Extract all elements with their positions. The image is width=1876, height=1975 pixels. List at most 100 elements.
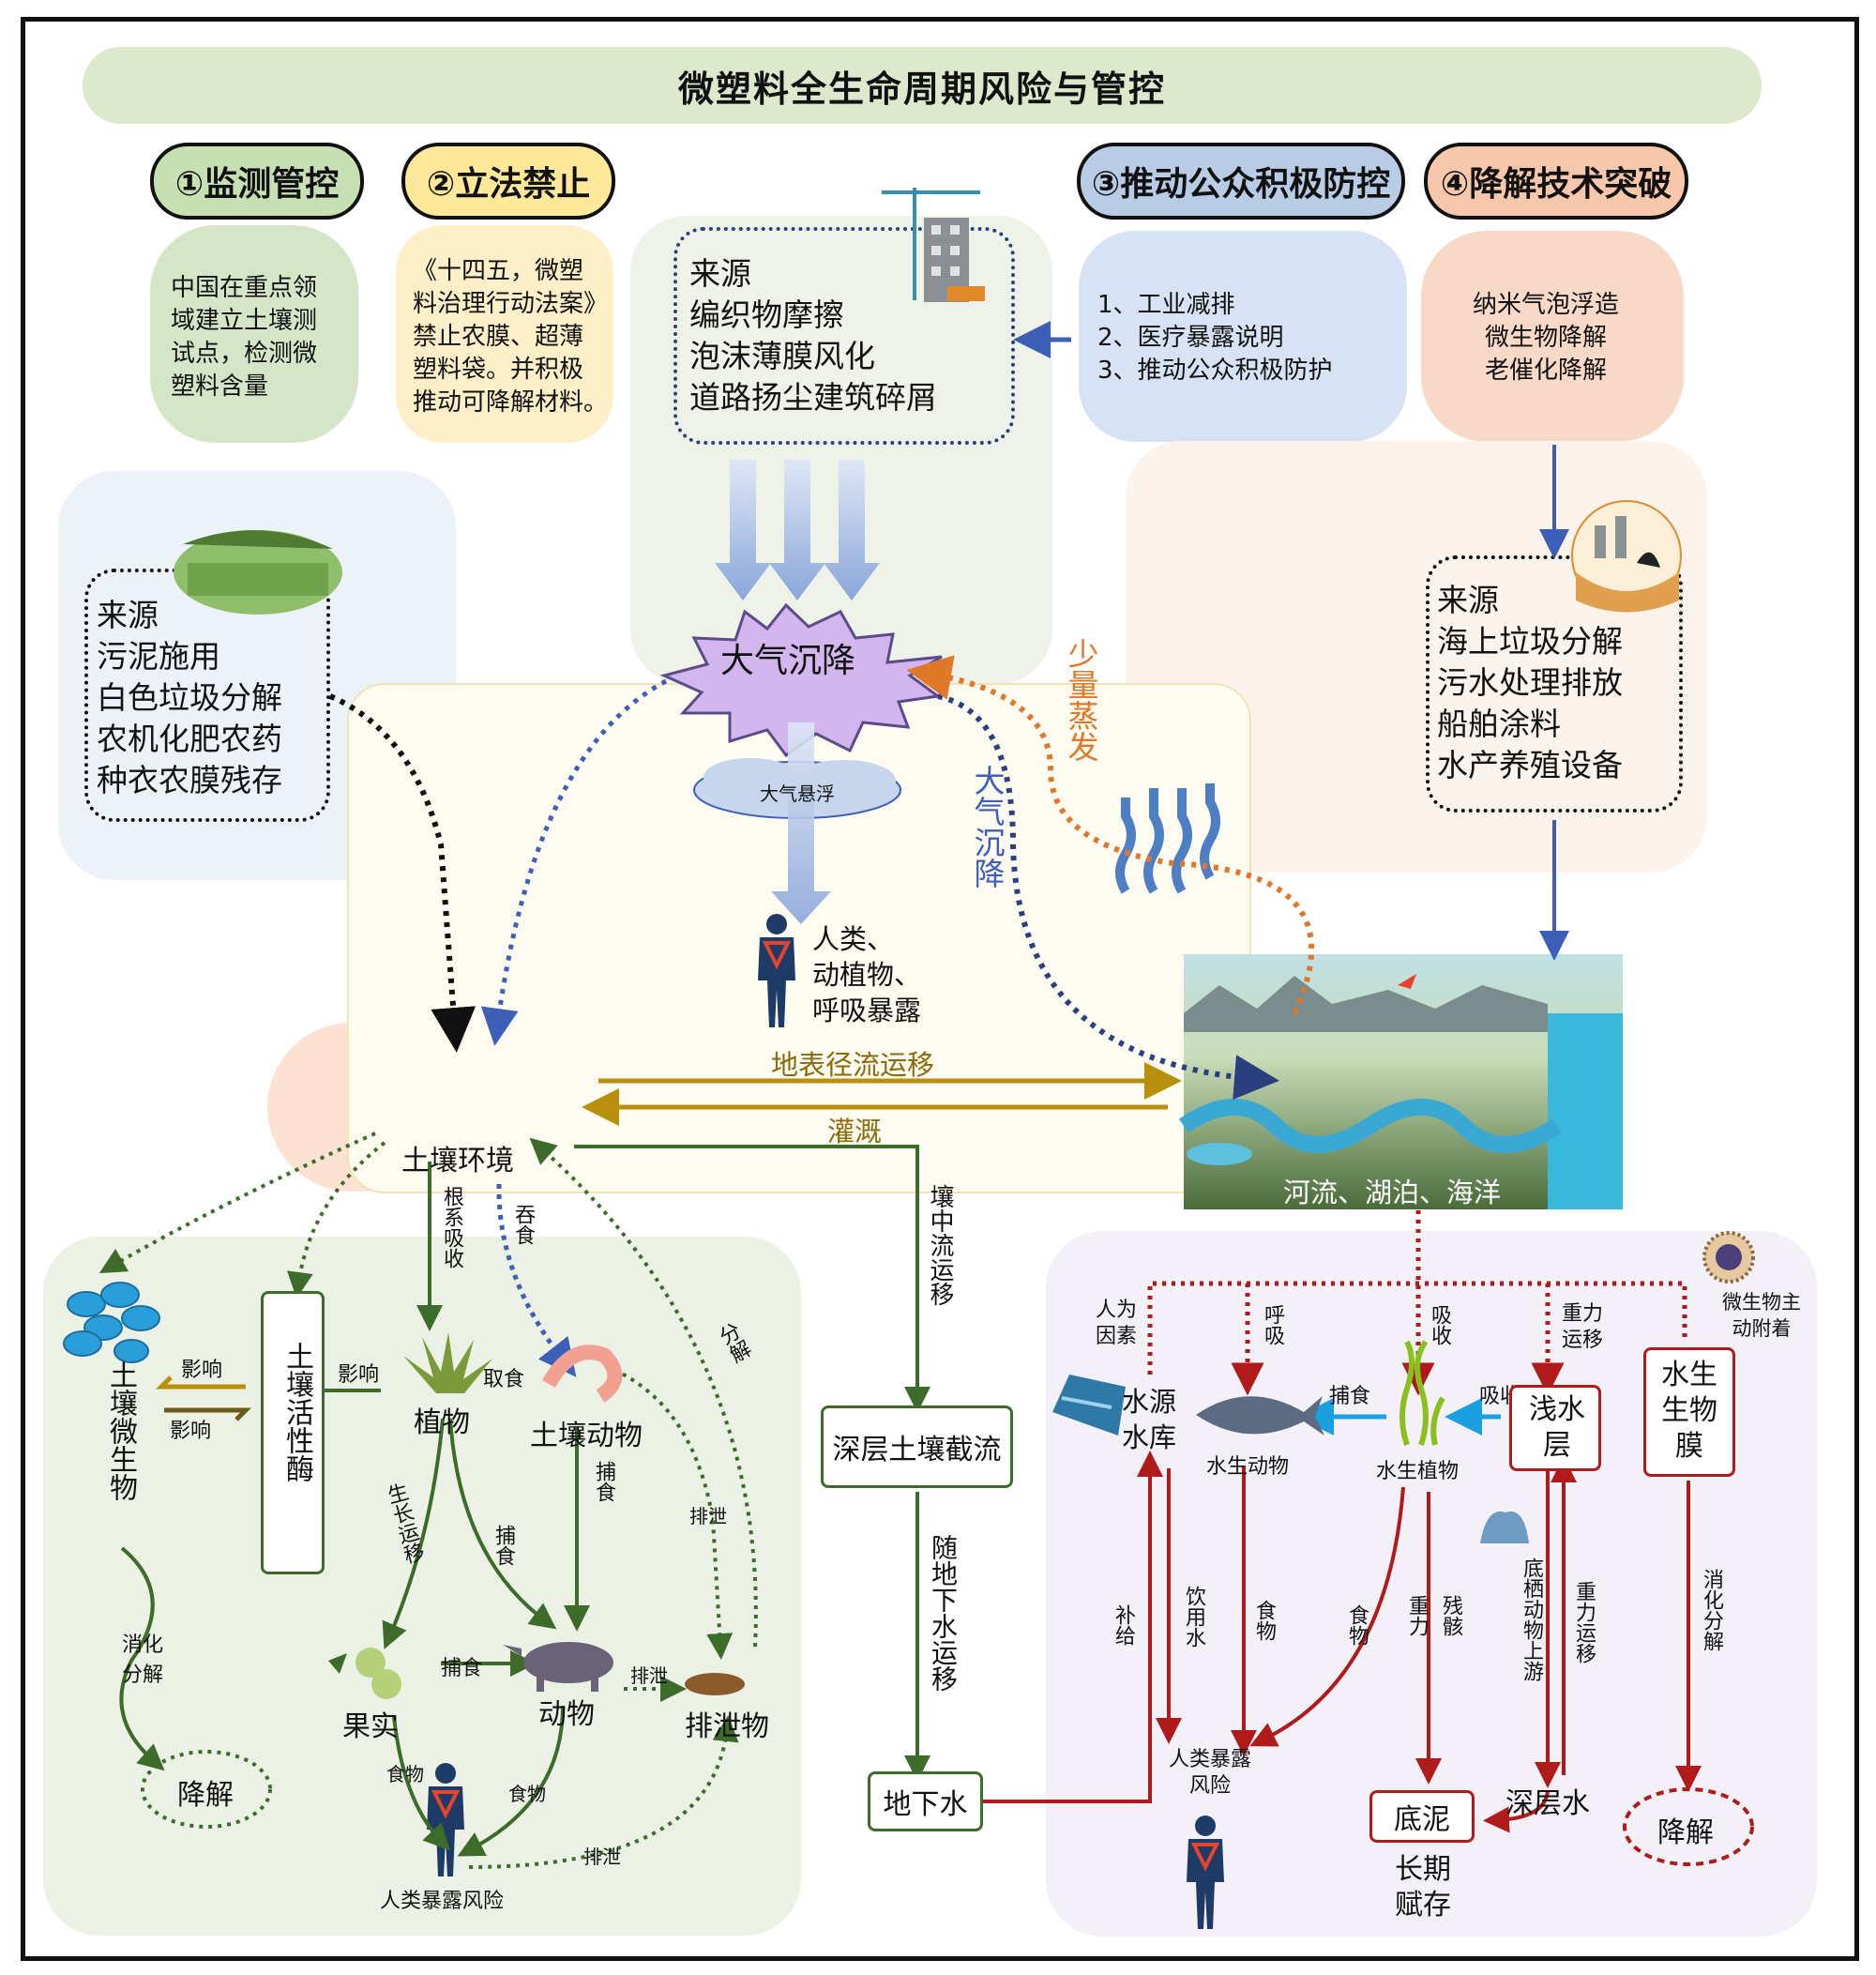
water-prey-label: 捕食	[1329, 1385, 1371, 1408]
measure-public: ③推动公众积极防控	[1077, 143, 1405, 220]
excreta-label: 排泄物	[685, 1710, 769, 1743]
microbe-attach-label: 微生物主动附着	[1722, 1291, 1801, 1340]
reservoir-label: 水源水库	[1122, 1386, 1177, 1453]
gravity-label-2: 重力	[1405, 1595, 1429, 1636]
excrete-label-3: 排泄	[583, 1846, 621, 1868]
root-absorb-label: 根系吸收	[440, 1186, 463, 1269]
reservoir-icon	[1052, 1375, 1126, 1436]
human-icon-top	[758, 914, 795, 1027]
breathe-label: 呼吸	[1261, 1304, 1284, 1345]
water-degrade-label: 降解	[1657, 1816, 1714, 1849]
influence-label-1: 影响	[181, 1359, 223, 1382]
food-label-2: 食物	[508, 1783, 546, 1805]
prey-label-2: 捕食	[592, 1461, 615, 1502]
interflow-label: 壤中流运移	[926, 1184, 954, 1306]
deposition-vertical-label: 大气沉降	[969, 765, 1006, 889]
measure-public-desc: 1、工业减排 2、医疗暴露说明 3、推动公众积极防护	[1097, 291, 1333, 385]
deep-water-label: 深层水	[1505, 1787, 1590, 1820]
supply-label: 补给	[1112, 1604, 1135, 1646]
plant-icon	[403, 1332, 492, 1393]
water-digest-label: 消化分解	[1700, 1569, 1723, 1651]
diagram-frame	[21, 17, 1859, 1961]
aquatic-plant-icon	[1399, 1340, 1445, 1446]
excreta-icon	[685, 1673, 745, 1695]
measure-degradation: ④降解技术突破	[1424, 143, 1688, 220]
aquatic-plant-label: 水生植物	[1376, 1460, 1460, 1483]
aquatic-animal-label: 水生动物	[1206, 1455, 1290, 1479]
air-source-text: 来源 编织物摩擦 泡沫薄膜风化 道路扬尘建筑碎屑	[689, 255, 937, 416]
influence-label-2: 影响	[170, 1420, 212, 1443]
irrigation-label: 灌溉	[827, 1116, 883, 1147]
feed-label: 取食	[483, 1368, 525, 1391]
soil-degrade-label: 降解	[177, 1779, 234, 1812]
measure-degradation-desc: 纳米气泡浮造 微生物降解 老催化降解	[1473, 291, 1620, 385]
runoff-label: 地表径流运移	[771, 1049, 935, 1081]
water-env-label: 河流、湖泊、海洋	[1283, 1177, 1502, 1208]
benthic-shell-icon	[1480, 1511, 1529, 1543]
soil-animal-label: 土壤动物	[530, 1420, 643, 1452]
remains-label: 残骸	[1439, 1595, 1462, 1636]
measure3-bg	[1079, 231, 1407, 442]
fruit-icon	[328, 1648, 401, 1699]
swallow-flow	[496, 1183, 577, 1377]
page-title: 微塑料全生命周期风险与管控	[83, 47, 1762, 124]
evaporation-flow	[906, 655, 1315, 1015]
influence-label-3: 影响	[338, 1363, 380, 1387]
deep-soil-box: 深层土壤截流	[821, 1405, 1013, 1488]
measure-legislation: ②立法禁止	[401, 143, 615, 220]
measure4-bg	[1421, 231, 1684, 442]
biofilm-label: 水生生物膜	[1661, 1359, 1717, 1463]
fruit-label: 果实	[342, 1710, 399, 1743]
air-source-down-arrows	[715, 460, 880, 600]
deposition-label: 大气沉降	[720, 642, 856, 680]
animal-label: 动物	[538, 1698, 595, 1731]
shallow-box	[1509, 1385, 1601, 1471]
prey-label-1: 捕食	[492, 1525, 515, 1566]
water-human-risk-label: 人类暴露风险	[1168, 1748, 1251, 1798]
water-food-label-1: 食物	[1252, 1600, 1276, 1641]
suspended-label: 大气悬浮	[760, 782, 835, 805]
swallow-label: 吞食	[511, 1204, 535, 1245]
water-food-label-2: 食物	[1345, 1604, 1369, 1646]
soil-eco-zone	[43, 1237, 801, 1936]
soil-microbe-icon	[63, 1282, 160, 1363]
benthic-label: 底栖动物上游	[1520, 1557, 1543, 1681]
human-icon-soil	[427, 1763, 464, 1876]
human-icon-water	[1187, 1815, 1224, 1929]
microbe-label: 土壤微生物	[104, 1360, 137, 1501]
construction-icon	[882, 188, 985, 302]
enzyme-box	[261, 1291, 325, 1574]
excrete-label-1: 排泄	[689, 1505, 727, 1527]
measure-monitoring: ①监测管控	[150, 143, 364, 220]
measure-monitoring-desc: 中国在重点领 域建立土壤测 试点，检测微 塑料含量	[171, 274, 318, 401]
animal-icon	[503, 1642, 613, 1692]
evaporation-label: 少量蒸发	[1063, 638, 1099, 762]
gravity-label-3: 重力运移	[1572, 1581, 1596, 1664]
soil-env-label: 土壤环境	[401, 1145, 514, 1177]
attached-microbe-icon	[1702, 1231, 1755, 1284]
storage-label: 长期赋存	[1395, 1853, 1451, 1922]
water-degrade-cloud	[1623, 1787, 1754, 1866]
food-label-1: 食物	[386, 1763, 424, 1785]
plant-label: 植物	[414, 1406, 470, 1439]
enzyme-label: 土壤活性酶	[280, 1342, 313, 1482]
prey-label-3: 捕食	[441, 1657, 483, 1680]
measure-legislation-desc: 《十四五，微塑 料治理行动法案》 禁止农膜、超薄 塑料袋。并积极 推动可降解材料…	[413, 257, 609, 417]
soil-source-flow	[328, 693, 477, 1053]
fish-icon	[1196, 1396, 1324, 1436]
absorb-label-1: 吸收	[1428, 1304, 1451, 1345]
biofilm-box	[1643, 1347, 1735, 1477]
soil-degrade-cloud	[141, 1750, 272, 1829]
sediment-box: 底泥	[1369, 1790, 1475, 1843]
suspended-down-arrow	[771, 722, 831, 924]
measure2-bg	[396, 225, 613, 443]
factory-pollution-icon	[1571, 500, 1682, 613]
water-source-text: 来源 海上垃圾分解 污水处理排放 船舶涂料 水产养殖设备	[1437, 582, 1623, 783]
evaporation-arrows	[1115, 783, 1220, 894]
soil-animal-icon	[542, 1345, 623, 1403]
gravity-label-1: 重力运移	[1562, 1302, 1604, 1352]
digest-label: 消化分解	[122, 1633, 164, 1687]
atmospheric-deposition-burst	[659, 602, 943, 758]
farm-icon	[174, 530, 342, 615]
